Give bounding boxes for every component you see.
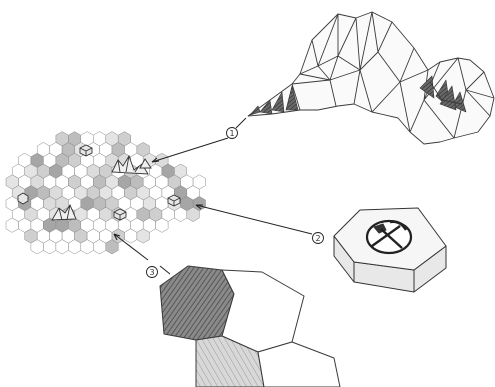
- hex-tile-map: [6, 132, 206, 254]
- hex-token: [334, 208, 446, 292]
- callout-1: 1: [227, 128, 238, 139]
- callout-1-label: 1: [229, 129, 234, 138]
- callout-2: 2: [313, 233, 324, 244]
- map-token: [18, 193, 28, 204]
- callout-2-label: 2: [315, 234, 320, 243]
- hex-detail: [160, 266, 340, 387]
- callout-line-2: [196, 205, 312, 234]
- low-poly-mountain: [248, 12, 494, 144]
- shaded-hex-tile: [160, 266, 234, 340]
- callout-3: 3: [147, 267, 158, 278]
- callout-3-label: 3: [149, 268, 154, 277]
